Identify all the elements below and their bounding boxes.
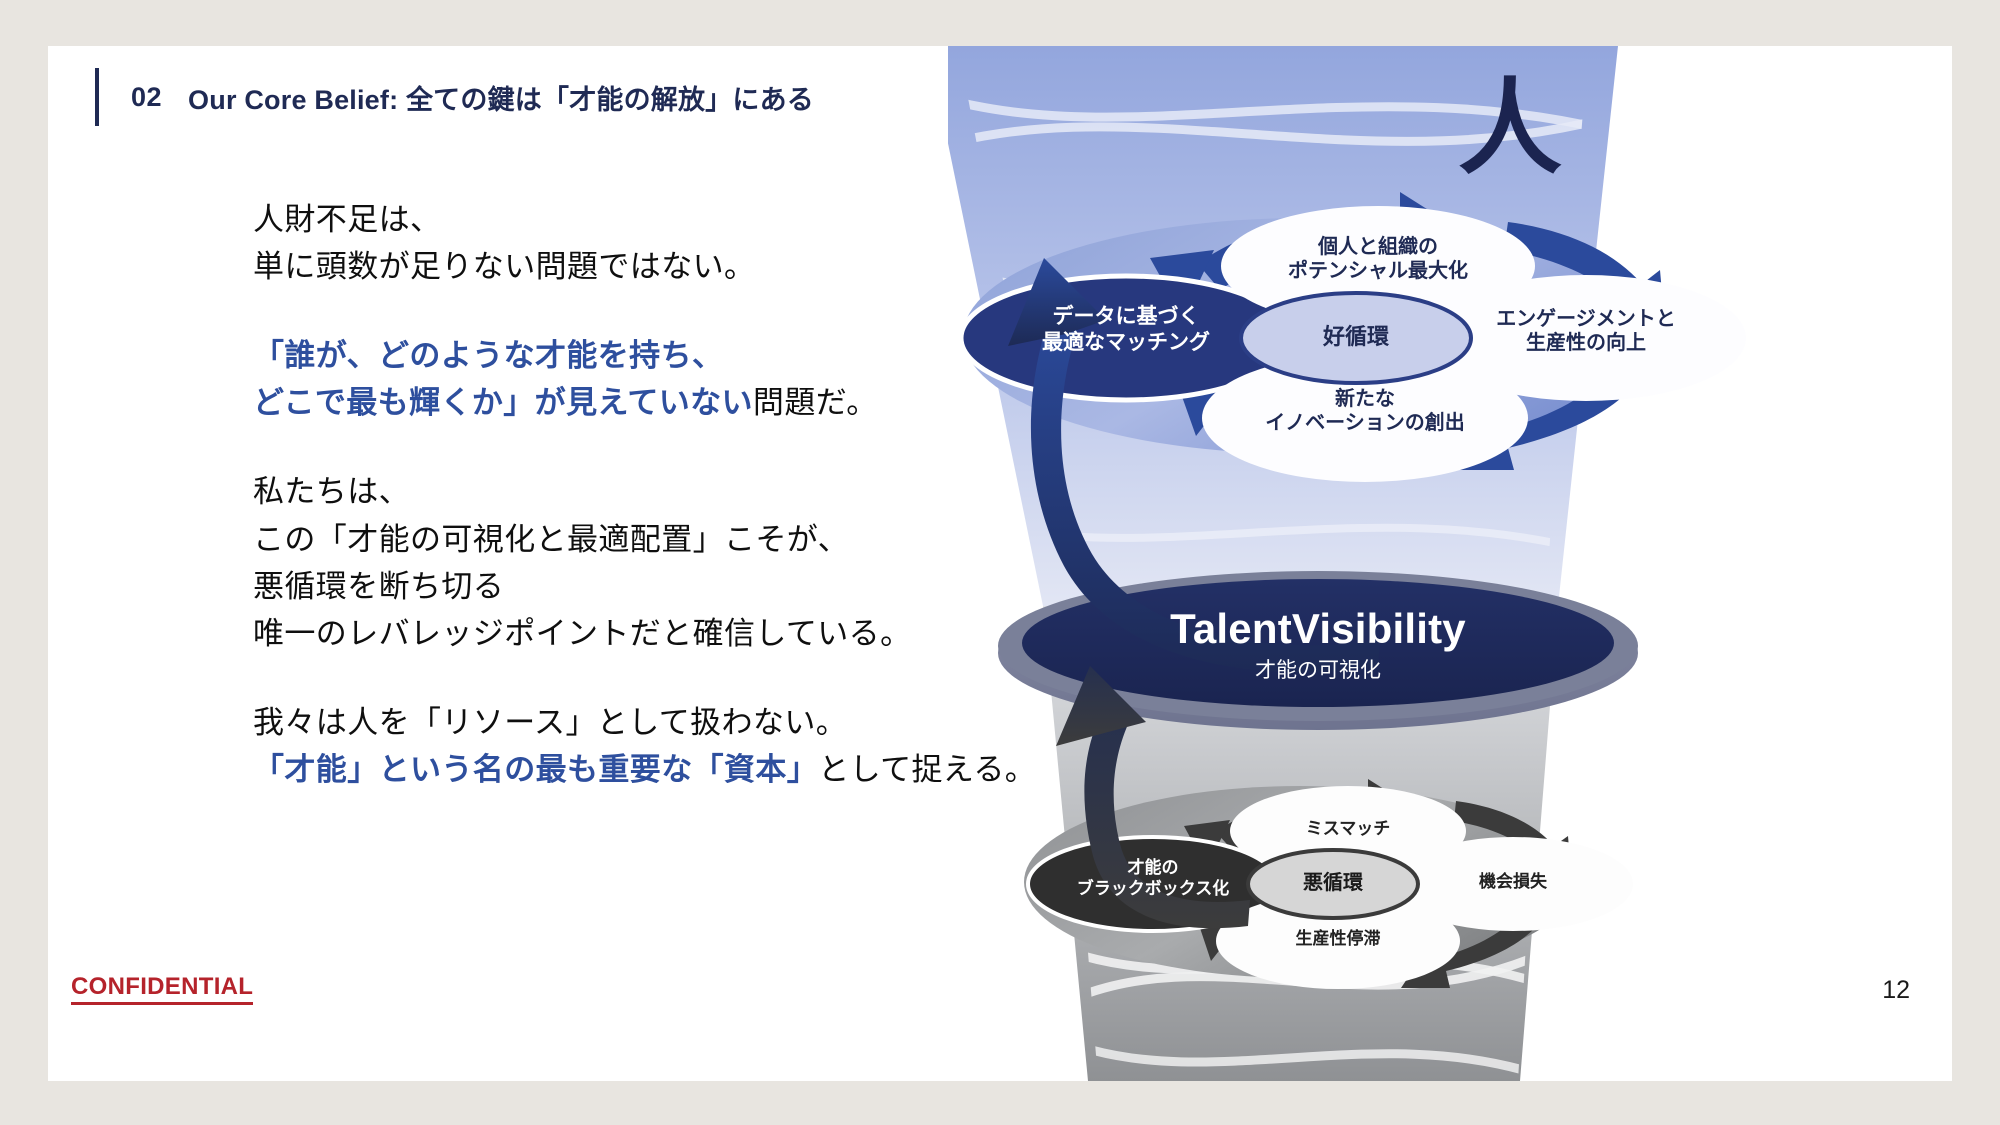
- slide-canvas: データに基づく 最適なマッチング 個人と組織の ポテンシャル最大化 エンゲージメ…: [48, 46, 1952, 1081]
- node-vicious-2: [1393, 837, 1633, 931]
- body-line: 人財不足は、: [253, 202, 442, 237]
- body-line: 唯一のレバレッジポイントだと確信している。: [253, 615, 912, 651]
- hub-virtuous: [1239, 291, 1473, 385]
- vicious-cycle-ring: [1024, 779, 1633, 989]
- node-virtuous-2: [1426, 275, 1746, 401]
- virtuous-cycle-ring: [958, 192, 1746, 482]
- body-line: 「誰が、どのような才能を持ち、: [253, 338, 724, 374]
- hub-vicious: [1246, 848, 1420, 920]
- body-line: 単に頭数が足りない問題ではない。: [253, 249, 756, 285]
- title-number: 02: [131, 81, 163, 112]
- body-paragraph: 我々は人を「リソース」として扱わない。「才能」という名の最も重要な「資本」として…: [253, 699, 1133, 793]
- body-line: この「才能の可視化と最適配置」こそが、: [253, 521, 849, 557]
- title-accent-bar: [95, 68, 99, 126]
- logo-glyph: 人: [1457, 67, 1562, 189]
- node-virtuous-1: [1221, 206, 1535, 326]
- body-paragraph: 人財不足は、単に頭数が足りない問題ではない。: [253, 196, 1133, 290]
- body-copy: 人財不足は、単に頭数が足りない問題ではない。「誰が、どのような才能を持ち、どこで…: [253, 196, 1133, 793]
- talent-funnel-graphic: データに基づく 最適なマッチング 個人と組織の ポテンシャル最大化 エンゲージメ…: [948, 46, 1952, 1081]
- body-segment: として捉える。: [818, 751, 1037, 787]
- page-title: 02 Our Core Belief: 全ての鍵は「才能の解放」にある: [95, 66, 814, 128]
- confidential-label: CONFIDENTIAL: [71, 973, 254, 1006]
- node-virtuous-3: [1202, 354, 1528, 482]
- body-paragraph: 私たちは、この「才能の可視化と最適配置」こそが、悪循環を断ち切る唯一のレバレッジ…: [253, 468, 1133, 656]
- body-line: 悪循環を断ち切る: [253, 568, 505, 604]
- arrow-vicious-to-band: [1056, 666, 1250, 929]
- body-line: 我々は人を「リソース」として扱わない。: [253, 704, 848, 740]
- body-segment: 問題だ。: [752, 385, 878, 421]
- node-vicious-3: [1216, 893, 1460, 989]
- body-paragraph: 「誰が、どのような才能を持ち、どこで最も輝くか」が見えていない問題だ。: [253, 332, 1133, 426]
- page-number: 12: [1882, 976, 1910, 1004]
- body-line: どこで最も輝くか」が見えていない問題だ。: [253, 379, 1133, 426]
- body-line: 私たちは、: [253, 474, 410, 510]
- title-heading: Our Core Belief: 全ての鍵は「才能の解放」にある: [188, 84, 814, 115]
- company-logo-icon: 人: [1450, 68, 1570, 188]
- arrow-band-to-virtuous: [1008, 258, 1380, 673]
- body-line: 「才能」という名の最も重要な「資本」として捉える。: [253, 746, 1133, 793]
- body-segment: 「才能」という名の最も重要な「資本」: [253, 751, 819, 787]
- body-segment: どこで最も輝くか」が見えていない: [253, 385, 753, 421]
